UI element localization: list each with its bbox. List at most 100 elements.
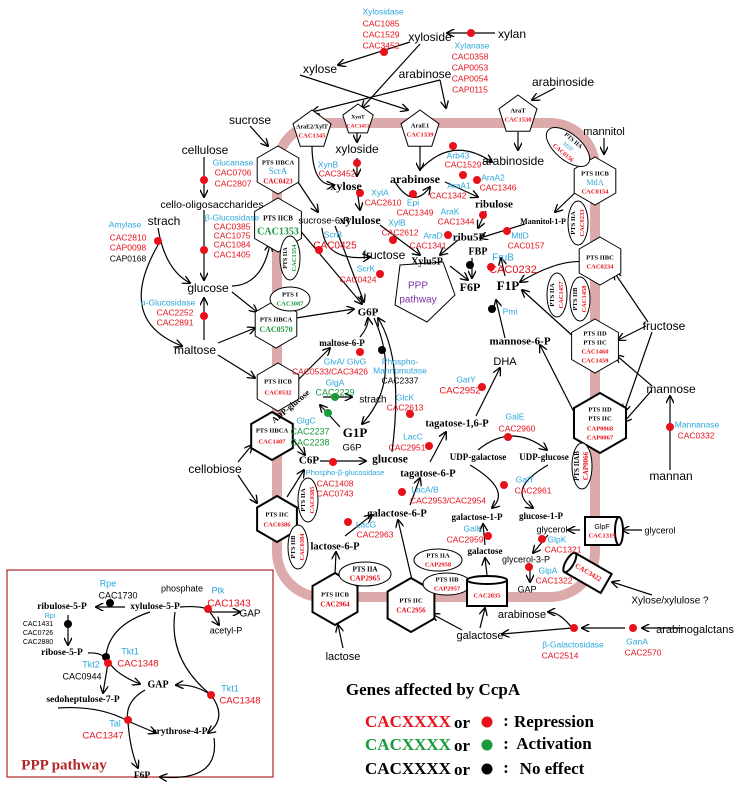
g-cac2610: CAC2610 [365,197,402,207]
g-cac0425: CAC0425 [313,241,357,252]
enz-laca: LacA/B [411,484,439,494]
met-udpglc: UDP-glucose [519,452,569,462]
g-cac1075: CAC1075 [214,230,251,240]
transporter-cylinder-glpf [584,516,624,546]
tr-cac1353-2: CAC1353 [257,226,299,237]
tr-cac1354-1: PTS IIA [283,247,289,269]
met-arabinose-bottom: arabinose [498,609,546,621]
pts-hexagon-cac0234 [578,236,622,286]
enz-glga: GlgA [326,377,345,387]
legend-code: CACXXXX [365,712,452,731]
ppp-title: PPP pathway [21,757,107,773]
g-cac1405: CAC1405 [214,249,251,259]
reaction-arrow [297,348,330,381]
reaction-arrow [475,368,500,417]
met-glycerol3p: glycerol-3-P [502,554,550,564]
tr-cac0384-1: PTS IIB [290,535,297,559]
tr-cac1460-3: CAC1460 [581,348,608,355]
reaction-arrow [179,605,240,612]
reaction-arrow [231,291,257,312]
tr-arae2-gene: CAC1345 [298,132,326,139]
repression-dot-icon [459,171,467,179]
legend-code: CACXXXX [365,759,452,778]
tr-xynt-gene: CAC3451 [347,123,370,129]
ppp-center-1: PPP [408,281,428,292]
tr-cac2956-2: CAC2956 [396,607,426,615]
met-f1p: F1P [497,278,519,293]
legend-row-repression: CACXXXX or : Repression [365,711,594,732]
tr-cac1460-1: PTS IID [583,330,607,337]
legend-meaning: No effect [520,759,585,778]
transporter-pentagon-xynt [342,103,374,134]
repression-dot-icon [629,624,637,632]
reaction-arrow [616,355,653,387]
met-maltose6p: maltose-6-P [319,338,365,348]
enz-aglucosidase: α-Glucosidase [141,297,196,307]
enz-arad: AraD [423,230,442,240]
met-xylose-xylulose: Xylose/xylulose ? [631,596,709,607]
met-g6p-low: G6P [342,443,361,454]
g-cap0115: CAP0115 [452,84,488,94]
reaction-arrow [237,445,252,463]
met-mannitol1p: Mannitol-1-P [520,217,566,226]
enz-gale: GalE [506,411,525,421]
reaction-arrow [480,608,485,629]
legend-or: or [454,760,471,779]
reaction-arrow [312,79,441,112]
g-cac0358: CAC0358 [452,51,489,61]
tr-arae1-name: AraE1 [411,122,429,129]
repression-dot-icon [124,716,132,724]
reaction-arrow [217,354,255,378]
no-effect-dot-icon [466,261,474,269]
g-cap0054: CAP0054 [452,73,489,83]
g-cac1349: CAC1349 [397,207,434,217]
tr-scra-3: CAC0423 [263,178,293,186]
tr-cac0233-2: CAC0233 [579,209,586,237]
pts-ellipse-cap2958 [413,548,463,572]
pts-hexagon-cac0386 [256,494,298,544]
no-effect-dot-icon [64,620,72,628]
enz-scrk: ScrK [357,263,376,273]
repression-dot-icon [467,29,475,37]
enz-frub: FruB [492,253,514,264]
g-cac1408: CAC1408 [317,478,354,488]
g-cac2570: CAC2570 [625,647,662,657]
reaction-arrow [612,582,653,596]
g-cac1322: CAC1322 [536,575,573,585]
pts-ellipse-cac1458 [569,276,591,322]
met-cellobiose: cellobiose [188,462,242,476]
enz-glva: GlvA/ GlvG [324,356,367,366]
tr-cac2964-2: CAC2964 [320,601,350,609]
met-tagatose6p: tagatose-6-P [400,468,456,479]
legend-or: or [454,713,471,732]
met-xylose-ext: xylose [303,62,337,76]
tr-cac1458-1: PTS IIB [572,287,579,311]
met-g6p-top: G6P [358,307,379,319]
tr-cac0570-2: CAC0570 [259,325,292,334]
repression-dot-icon [487,263,495,271]
ppp-cac1343: CAC1343 [207,599,251,610]
enz-amylase: Amylase [109,219,142,229]
repression-dot-icon [478,383,486,391]
tr-mtla-3: CAC0154 [581,188,609,195]
regulation-dots [64,29,674,724]
tr-cac1354-2: CAC1354 [291,244,298,272]
met-gap-int: GAP [517,584,536,594]
tr-cac0233-1: PTS IIA [570,211,577,235]
ppp-tal: Tal [109,718,121,728]
pts-hexagon-mtla [573,156,617,206]
pts-ellipse-cac0384 [287,524,309,570]
no-effect-dot-icon [488,305,496,313]
enz-pmi: Pmi [503,306,518,316]
tr-cap0068-4: CAP0067 [587,434,614,441]
tr-cap0066-2: CAP0066 [582,451,590,480]
reaction-arrow [379,224,420,255]
ppp-tkt2: Tkt2 [82,659,100,669]
repression-dot-icon [389,236,397,244]
legend-row-activation: CACXXXX or : Activation [365,734,592,755]
enz-glucanase: Glucanase [213,157,254,167]
legend-sep: : [503,758,509,777]
reaction-arrow [335,552,336,576]
tr-cac1460-4: CAC1459 [581,357,609,364]
reaction-arrow [217,328,255,344]
